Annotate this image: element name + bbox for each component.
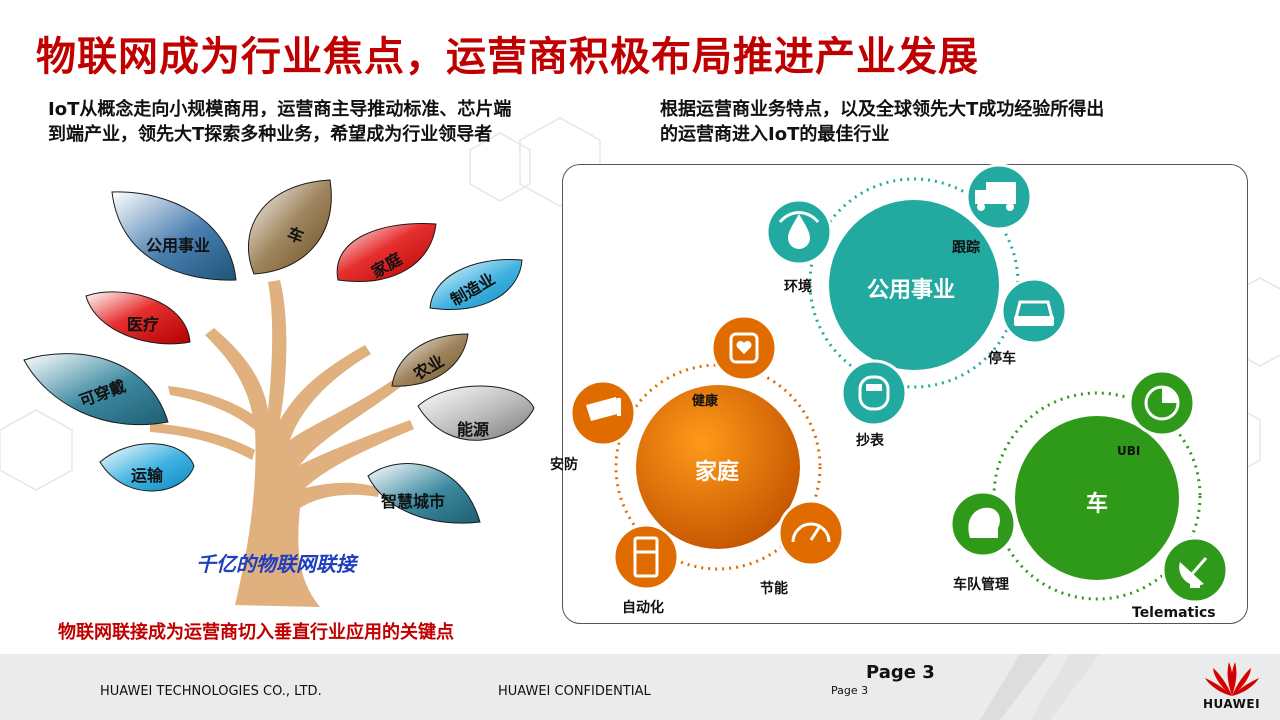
leaf-label-public-utilities: 公用事业 bbox=[146, 236, 211, 255]
hub-label-public-utilities: 公用事业 bbox=[867, 278, 956, 303]
tree-caption: 千亿的物联网联接 bbox=[196, 552, 356, 576]
right-subtitle-line-1: 根据运营商业务特点，以及全球领先大T成功经验所得出 bbox=[660, 99, 1105, 120]
left-subtitle-line-1: IoT从概念走向小规模商用，运营商主导推动标准、芯片端 bbox=[48, 99, 512, 120]
slide-title: 物联网成为行业焦点，运营商积极布局推进产业发展 bbox=[36, 34, 979, 80]
leaf-energy bbox=[417, 385, 535, 441]
camera-icon bbox=[569, 379, 637, 447]
leaf-car bbox=[248, 179, 332, 275]
node-label-ubi: UBI bbox=[1117, 444, 1141, 458]
meter-icon bbox=[840, 359, 908, 427]
node-label-environment: 环境 bbox=[784, 279, 812, 295]
hub-label-car: 车 bbox=[1086, 492, 1109, 517]
hub-car bbox=[1015, 416, 1179, 580]
footer-company: HUAWEI TECHNOLOGIES CO., LTD. bbox=[100, 684, 322, 699]
tree-illustration bbox=[23, 179, 535, 607]
node-label-telematics: Telematics bbox=[1132, 605, 1216, 621]
leaf-home bbox=[336, 223, 437, 282]
hub-public-utilities bbox=[829, 200, 999, 370]
watch-icon bbox=[710, 314, 778, 382]
footer-page-number: Page 3 bbox=[866, 662, 935, 683]
leaf-manufacturing bbox=[429, 259, 523, 310]
footer-confidential: HUAWEI CONFIDENTIAL bbox=[498, 684, 651, 699]
hub-label-home: 家庭 bbox=[695, 460, 740, 485]
leaf-smart-city bbox=[367, 463, 481, 524]
huawei-logo-text: HUAWEI bbox=[1203, 697, 1261, 711]
footer-decoration bbox=[980, 654, 1100, 720]
node-label-tracking: 跟踪 bbox=[952, 240, 980, 256]
node-label-meter-reading: 抄表 bbox=[856, 433, 884, 449]
truck-icon bbox=[965, 163, 1033, 231]
leaf-label-transport: 运输 bbox=[131, 466, 164, 485]
satellite-dish-icon bbox=[1161, 536, 1229, 604]
water-cycle-icon bbox=[765, 198, 833, 266]
node-label-parking: 停车 bbox=[988, 351, 1016, 367]
driver-head-icon bbox=[949, 490, 1017, 558]
footer-page-small: Page 3 bbox=[831, 684, 869, 697]
leaf-label-medical: 医疗 bbox=[127, 315, 160, 334]
leaf-agriculture bbox=[391, 333, 469, 387]
node-label-fleet: 车队管理 bbox=[953, 577, 1009, 593]
right-subtitle: 根据运营商业务特点，以及全球领先大T成功经验所得出 的运营商进入IoT的最佳行业 bbox=[660, 97, 1104, 147]
leaf-label-smart-city: 智慧城市 bbox=[381, 492, 446, 511]
leaf-public-utilities bbox=[111, 191, 237, 281]
pie-chart-icon bbox=[1128, 369, 1196, 437]
fridge-icon bbox=[612, 523, 680, 591]
tree-trunk bbox=[150, 280, 414, 607]
node-label-automation: 自动化 bbox=[622, 600, 664, 616]
node-label-energy-saving: 节能 bbox=[760, 581, 788, 597]
car-front-icon bbox=[1000, 277, 1068, 345]
left-subtitle: IoT从概念走向小规模商用，运营商主导推动标准、芯片端 到端产业，领先大T探索多… bbox=[48, 97, 511, 147]
node-label-security: 安防 bbox=[550, 457, 578, 473]
left-subtitle-line-2: 到端产业，领先大T探索多种业务，希望成为行业领导者 bbox=[48, 124, 493, 145]
leaf-medical bbox=[85, 291, 191, 345]
leaf-label-energy: 能源 bbox=[457, 420, 490, 439]
hub-home bbox=[636, 385, 800, 549]
huawei-logo-icon bbox=[1205, 662, 1259, 696]
bottom-note: 物联网联接成为运营商切入垂直行业应用的关键点 bbox=[58, 622, 454, 643]
gauge-icon bbox=[777, 499, 845, 567]
leaf-transport bbox=[99, 443, 195, 492]
leaf-wearable bbox=[23, 353, 169, 426]
node-label-health: 健康 bbox=[692, 394, 719, 409]
right-subtitle-line-2: 的运营商进入IoT的最佳行业 bbox=[660, 124, 890, 145]
